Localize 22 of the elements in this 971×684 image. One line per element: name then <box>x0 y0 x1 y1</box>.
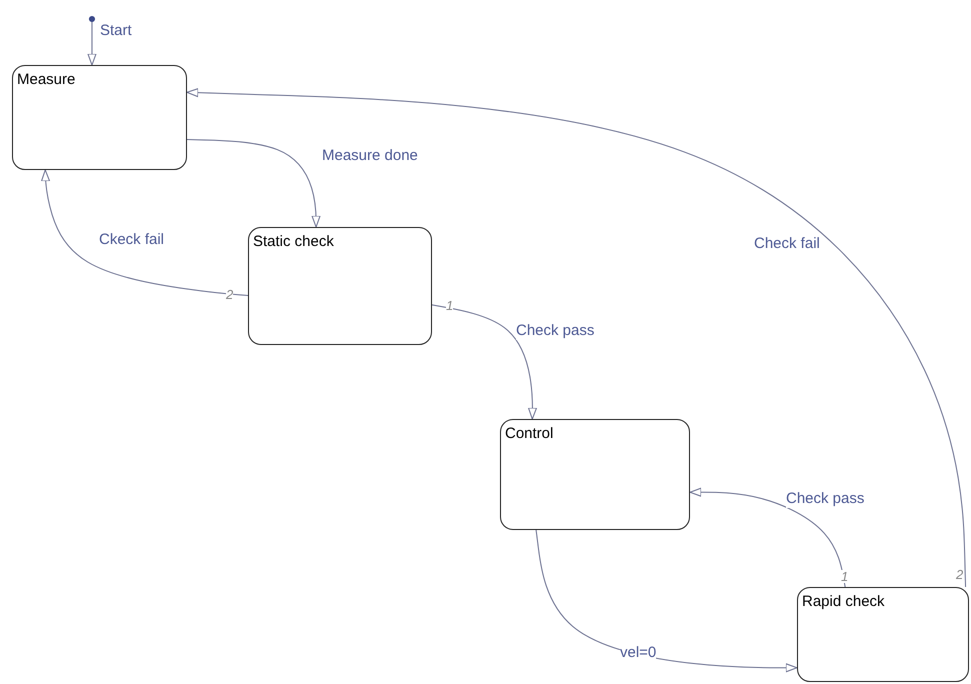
priority-number: 1 <box>841 570 848 583</box>
state-name: Control <box>505 425 554 442</box>
edge-label: vel=0 <box>620 645 656 662</box>
state-box <box>797 587 969 682</box>
state-box <box>248 227 432 345</box>
transition-arrow <box>536 530 798 672</box>
transition-arrow <box>186 88 966 588</box>
state-box <box>500 419 690 530</box>
transition-arrow <box>432 304 537 420</box>
state-name: Rapid check <box>802 593 885 610</box>
state-name: Measure <box>17 71 76 88</box>
edge-label: Check pass <box>786 491 864 508</box>
priority-number: 1 <box>446 299 454 312</box>
transition-arrow <box>87 16 96 66</box>
transition-arrow <box>41 170 248 296</box>
transition-arrow <box>186 139 321 228</box>
priority-number: 2 <box>956 568 964 581</box>
transition-arrow <box>690 488 846 588</box>
state-name: Static check <box>253 233 334 250</box>
edge-label: Check pass <box>516 323 594 340</box>
priority-number: 2 <box>226 288 234 301</box>
state-box <box>12 65 187 170</box>
